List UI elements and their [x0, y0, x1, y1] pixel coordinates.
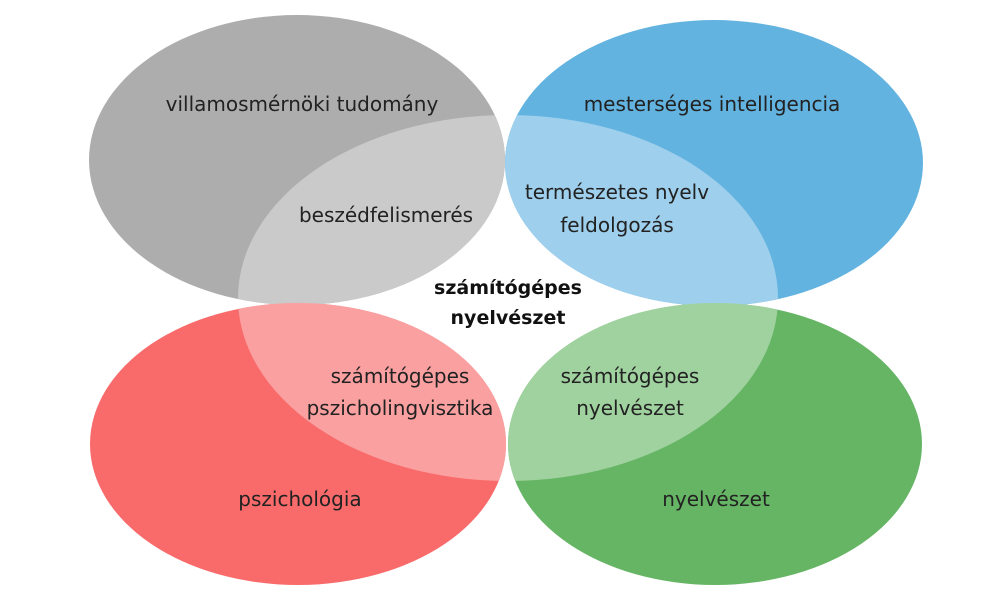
linguistics-label: nyelvészet — [662, 487, 770, 511]
psycholinguistics-label-line1: számítógépes — [331, 364, 470, 388]
artificial-intelligence-label: mesterséges intelligencia — [584, 92, 841, 116]
psychology-label: pszichológia — [238, 487, 361, 511]
electrical-engineering-label: villamosmérnöki tudomány — [166, 92, 439, 116]
center-label-line1: számítógépes — [434, 277, 582, 299]
nlp-label-line1: természetes nyelv — [525, 180, 709, 204]
psycholinguistics-label-line2: pszicholingvisztika — [307, 396, 494, 420]
speech-recognition-label: beszédfelismerés — [299, 203, 473, 227]
center-label-line2: nyelvészet — [451, 307, 566, 329]
comp-linguistics-label-line1: számítógépes — [561, 364, 700, 388]
comp-linguistics-label-line2: nyelvészet — [576, 396, 684, 420]
nlp-label-line2: feldolgozás — [560, 213, 674, 237]
